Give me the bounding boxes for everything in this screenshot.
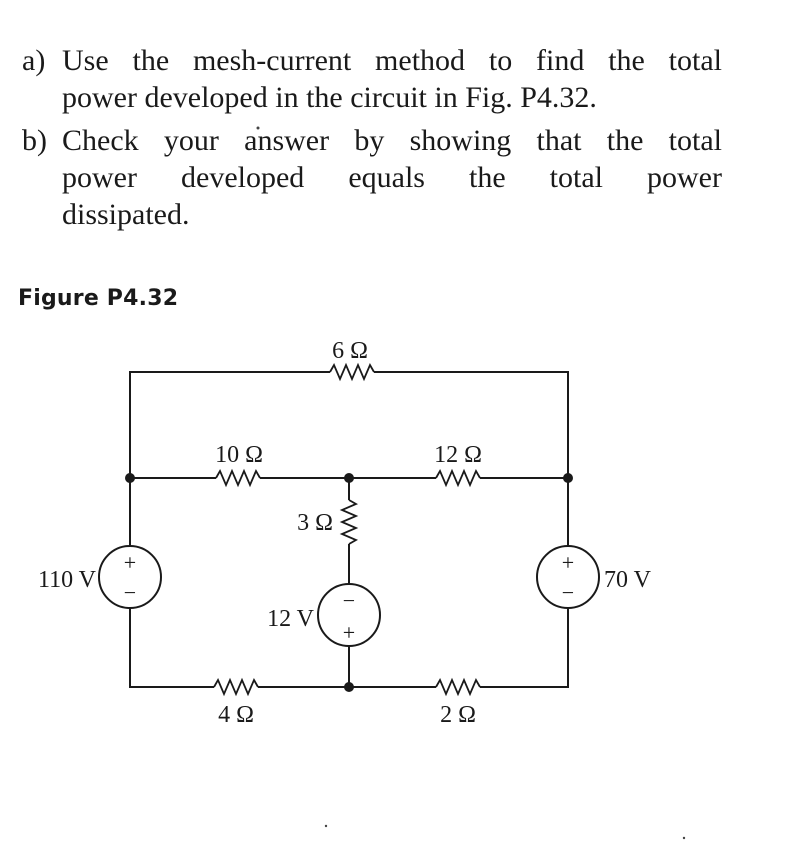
resistor-2-ohm (435, 677, 481, 697)
source-70v-plus: + (562, 550, 574, 575)
problem-statement: a) Use the mesh-current method to find t… (22, 42, 722, 239)
label-12-ohm: 12 Ω (434, 442, 482, 468)
wire-top-left (129, 371, 330, 478)
label-70v: 70 V (604, 567, 652, 593)
wire-left-lower (129, 608, 214, 688)
label-12v: 12 V (267, 606, 315, 632)
part-a-letter: a) (22, 44, 46, 77)
scan-speck (682, 836, 686, 840)
part-a-line-2: power developed in the circuit in Fig. P… (62, 81, 597, 114)
label-110v: 110 V (38, 567, 97, 593)
resistor-3-ohm (339, 499, 359, 545)
resistor-12-ohm (435, 468, 481, 488)
part-b-line-1: Check your answer by showing that the to… (62, 124, 722, 157)
scan-speck (256, 126, 260, 130)
resistor-4-ohm (213, 677, 259, 697)
resistor-10-ohm (215, 468, 261, 488)
wire-right-lower (480, 608, 569, 688)
node-center-bottom (344, 682, 354, 692)
source-12v-minus: − (343, 588, 355, 613)
node-right (563, 473, 573, 483)
source-110v-minus: − (124, 580, 136, 605)
part-b-letter: b) (22, 124, 47, 157)
part-b-line-2: power developed equals the total power (62, 161, 722, 194)
part-a-line-1: Use the mesh-current method to find the … (62, 44, 722, 77)
part-b-line-3: dissipated. (62, 198, 190, 231)
wire-top-right (374, 371, 569, 478)
label-6-ohm: 6 Ω (332, 338, 368, 364)
label-3-ohm: 3 Ω (297, 510, 333, 536)
part-b: b) Check your answer by showing that the… (22, 122, 722, 233)
source-12v-plus: + (343, 620, 355, 645)
source-110v-plus: + (124, 550, 136, 575)
node-left (125, 473, 135, 483)
part-a: a) Use the mesh-current method to find t… (22, 42, 722, 116)
scan-speck (324, 824, 328, 828)
resistor-6-ohm (329, 362, 375, 382)
node-center-top (344, 473, 354, 483)
source-70v-minus: − (562, 580, 574, 605)
label-2-ohm: 2 Ω (440, 702, 476, 728)
label-10-ohm: 10 Ω (215, 442, 263, 468)
figure-label: Figure P4.32 (18, 286, 179, 311)
label-4-ohm: 4 Ω (218, 702, 254, 728)
